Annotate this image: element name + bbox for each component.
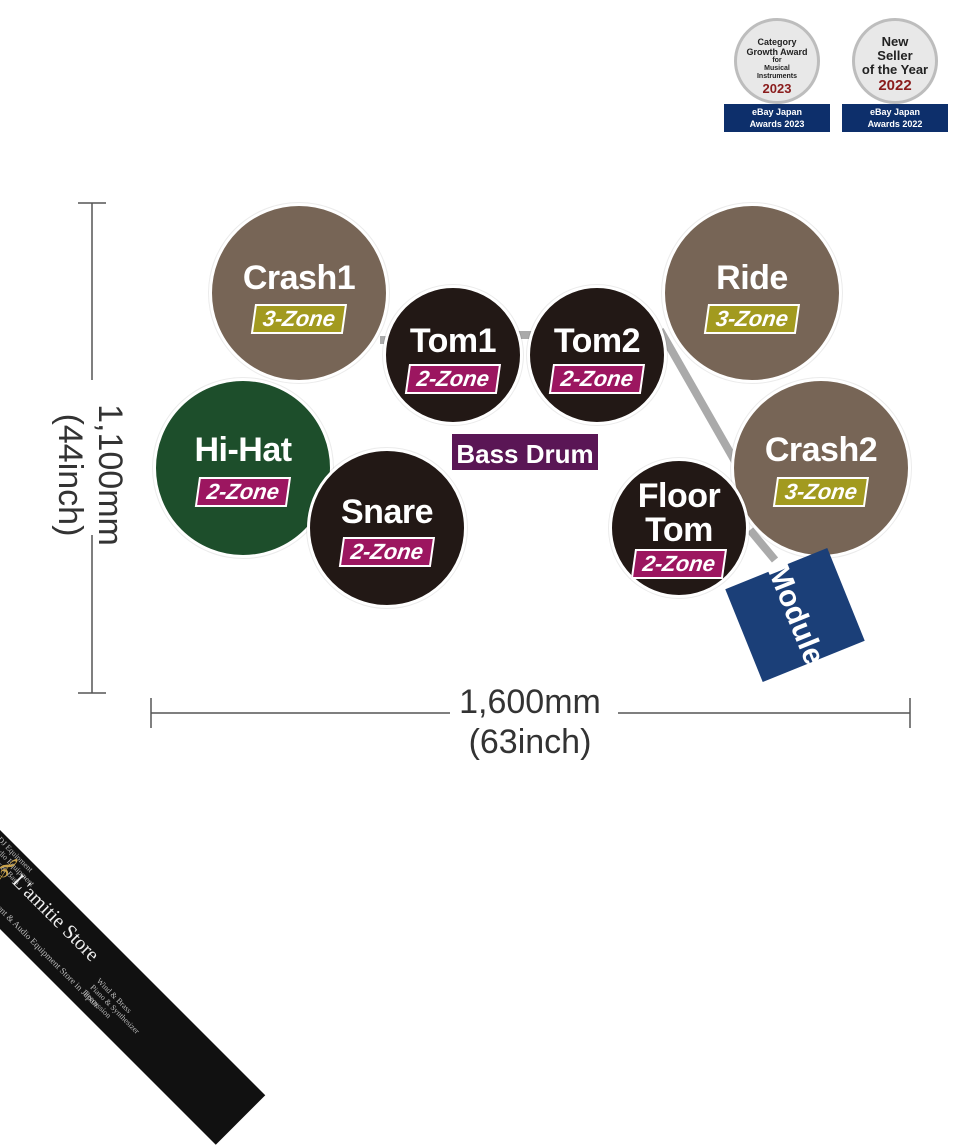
award-badge-2022-ribbon: eBay Japan Awards 2022 xyxy=(842,104,948,132)
pad-tom1: Tom1 2-Zone xyxy=(383,285,523,425)
drum-layout-diagram: Crash1 3-Zone Ride 3-Zone Tom1 2-Zone To… xyxy=(0,12,948,1145)
pad-tom2: Tom2 2-Zone xyxy=(527,285,667,425)
badge-title-line: Seller xyxy=(877,48,913,63)
pad-ride-zone: 3-Zone xyxy=(703,304,801,334)
pad-crash2: Crash2 3-Zone xyxy=(731,378,911,558)
pad-hihat-zone: 2-Zone xyxy=(194,477,292,507)
award-badge-2023-medal: Category Growth Award for Musical Instru… xyxy=(734,18,820,104)
badge-ribbon-line: eBay Japan xyxy=(751,107,803,117)
pad-snare-name: Snare xyxy=(341,493,434,531)
stand-lines xyxy=(78,202,911,728)
pad-ride: Ride 3-Zone xyxy=(662,203,842,383)
stand-line-module xyxy=(746,527,779,563)
drum-module-label: Module xyxy=(760,559,831,670)
stand-line-right xyxy=(656,328,744,472)
award-badge-2022-medal: New Seller of the Year 2022 xyxy=(852,18,938,104)
award-badge-2023-ribbon: eBay Japan Awards 2023 xyxy=(724,104,830,132)
pad-tom1-name: Tom1 xyxy=(409,322,497,360)
pad-crash1-name: Crash1 xyxy=(242,259,356,297)
badge-title-line: Instruments xyxy=(756,73,798,80)
badge-title-line: Category xyxy=(757,37,797,47)
pad-crash1-zone: 3-Zone xyxy=(250,304,348,334)
pad-tom2-name: Tom2 xyxy=(553,322,641,360)
pad-floortom-name-line2: Tom xyxy=(645,511,713,549)
bass-drum-pedal: Bass Drum xyxy=(450,432,600,472)
award-badge-2022-year: 2022 xyxy=(878,77,912,94)
height-inch: (44inch) xyxy=(51,413,89,537)
badge-ribbon-line: eBay Japan xyxy=(869,107,921,117)
pad-snare: Snare 2-Zone xyxy=(307,448,467,608)
pad-floortom-name-line1: Floor xyxy=(637,477,721,515)
width-dimension-label: 1,600mm (63inch) xyxy=(430,682,630,762)
pad-floortom: Floor Tom 2-Zone xyxy=(609,458,749,598)
pad-tom2-zone: 2-Zone xyxy=(548,364,646,394)
badge-ribbon-line: Awards 2023 xyxy=(749,119,805,129)
width-inch: (63inch) xyxy=(468,723,592,761)
pad-floortom-zone: 2-Zone xyxy=(630,549,728,579)
award-badge-2023-year: 2023 xyxy=(762,81,792,96)
award-badge-2022-title: New Seller of the Year xyxy=(855,21,935,77)
pad-ride-name: Ride xyxy=(716,259,788,297)
height-dimension-rotated: 1,100mm (44inch) xyxy=(50,375,130,575)
badge-title-line: for xyxy=(772,57,782,64)
width-mm: 1,600mm xyxy=(459,683,601,721)
pad-crash2-zone: 3-Zone xyxy=(772,477,870,507)
badge-title-line: of the Year xyxy=(861,62,929,77)
badge-title-line: Growth Award xyxy=(746,47,808,57)
award-badge-2023: Category Growth Award for Musical Instru… xyxy=(724,12,830,132)
award-badge-2023-title: Category Growth Award for Musical Instru… xyxy=(737,21,817,81)
height-mm: 1,100mm xyxy=(91,404,129,546)
badge-title-line: Musical xyxy=(764,65,790,72)
award-badge-2022: New Seller of the Year 2022 eBay Japan A… xyxy=(842,12,948,132)
pad-crash1: Crash1 3-Zone xyxy=(209,203,389,383)
pad-tom1-zone: 2-Zone xyxy=(404,364,502,394)
pad-hihat: Hi-Hat 2-Zone xyxy=(153,378,333,558)
pad-hihat-name: Hi-Hat xyxy=(194,431,292,469)
pad-crash2-name: Crash2 xyxy=(764,431,878,469)
height-dimension-label: 1,100mm (44inch) xyxy=(30,375,150,546)
pad-snare-zone: 2-Zone xyxy=(338,537,436,567)
badge-ribbon-line: Awards 2022 xyxy=(867,119,923,129)
store-categories-right: Wind & Brass Piano & Synthesizer Percuss… xyxy=(82,976,148,1042)
badge-title-line: New xyxy=(881,34,909,49)
